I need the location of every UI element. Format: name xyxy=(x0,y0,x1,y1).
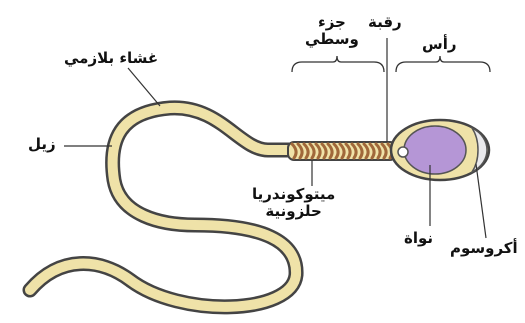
head-bracket xyxy=(396,56,490,72)
acrosome-leader xyxy=(476,164,486,238)
label-mitochondria: ميتوكوندريا حلزونية xyxy=(252,186,335,221)
nucleus-shape xyxy=(404,126,466,174)
label-middle-piece-line2: وسطي xyxy=(305,31,359,48)
label-mitochondria-line1: ميتوكوندريا xyxy=(252,186,335,203)
label-tail: زيل xyxy=(28,136,56,153)
label-mitochondria-line2: حلزونية xyxy=(252,203,335,220)
label-plasma-membrane: غشاء بلازمي xyxy=(64,50,158,67)
centriole xyxy=(398,147,408,157)
label-nucleus: نواة xyxy=(404,230,433,247)
label-middle-piece: جزء وسطي xyxy=(305,14,359,49)
label-acrosome: أكروسوم xyxy=(450,240,518,257)
middle-piece-bracket xyxy=(292,56,384,72)
membrane-leader xyxy=(128,68,160,106)
label-middle-piece-line1: جزء xyxy=(305,14,359,31)
label-head: رأس xyxy=(422,36,456,53)
label-neck: رقبة xyxy=(368,14,402,31)
